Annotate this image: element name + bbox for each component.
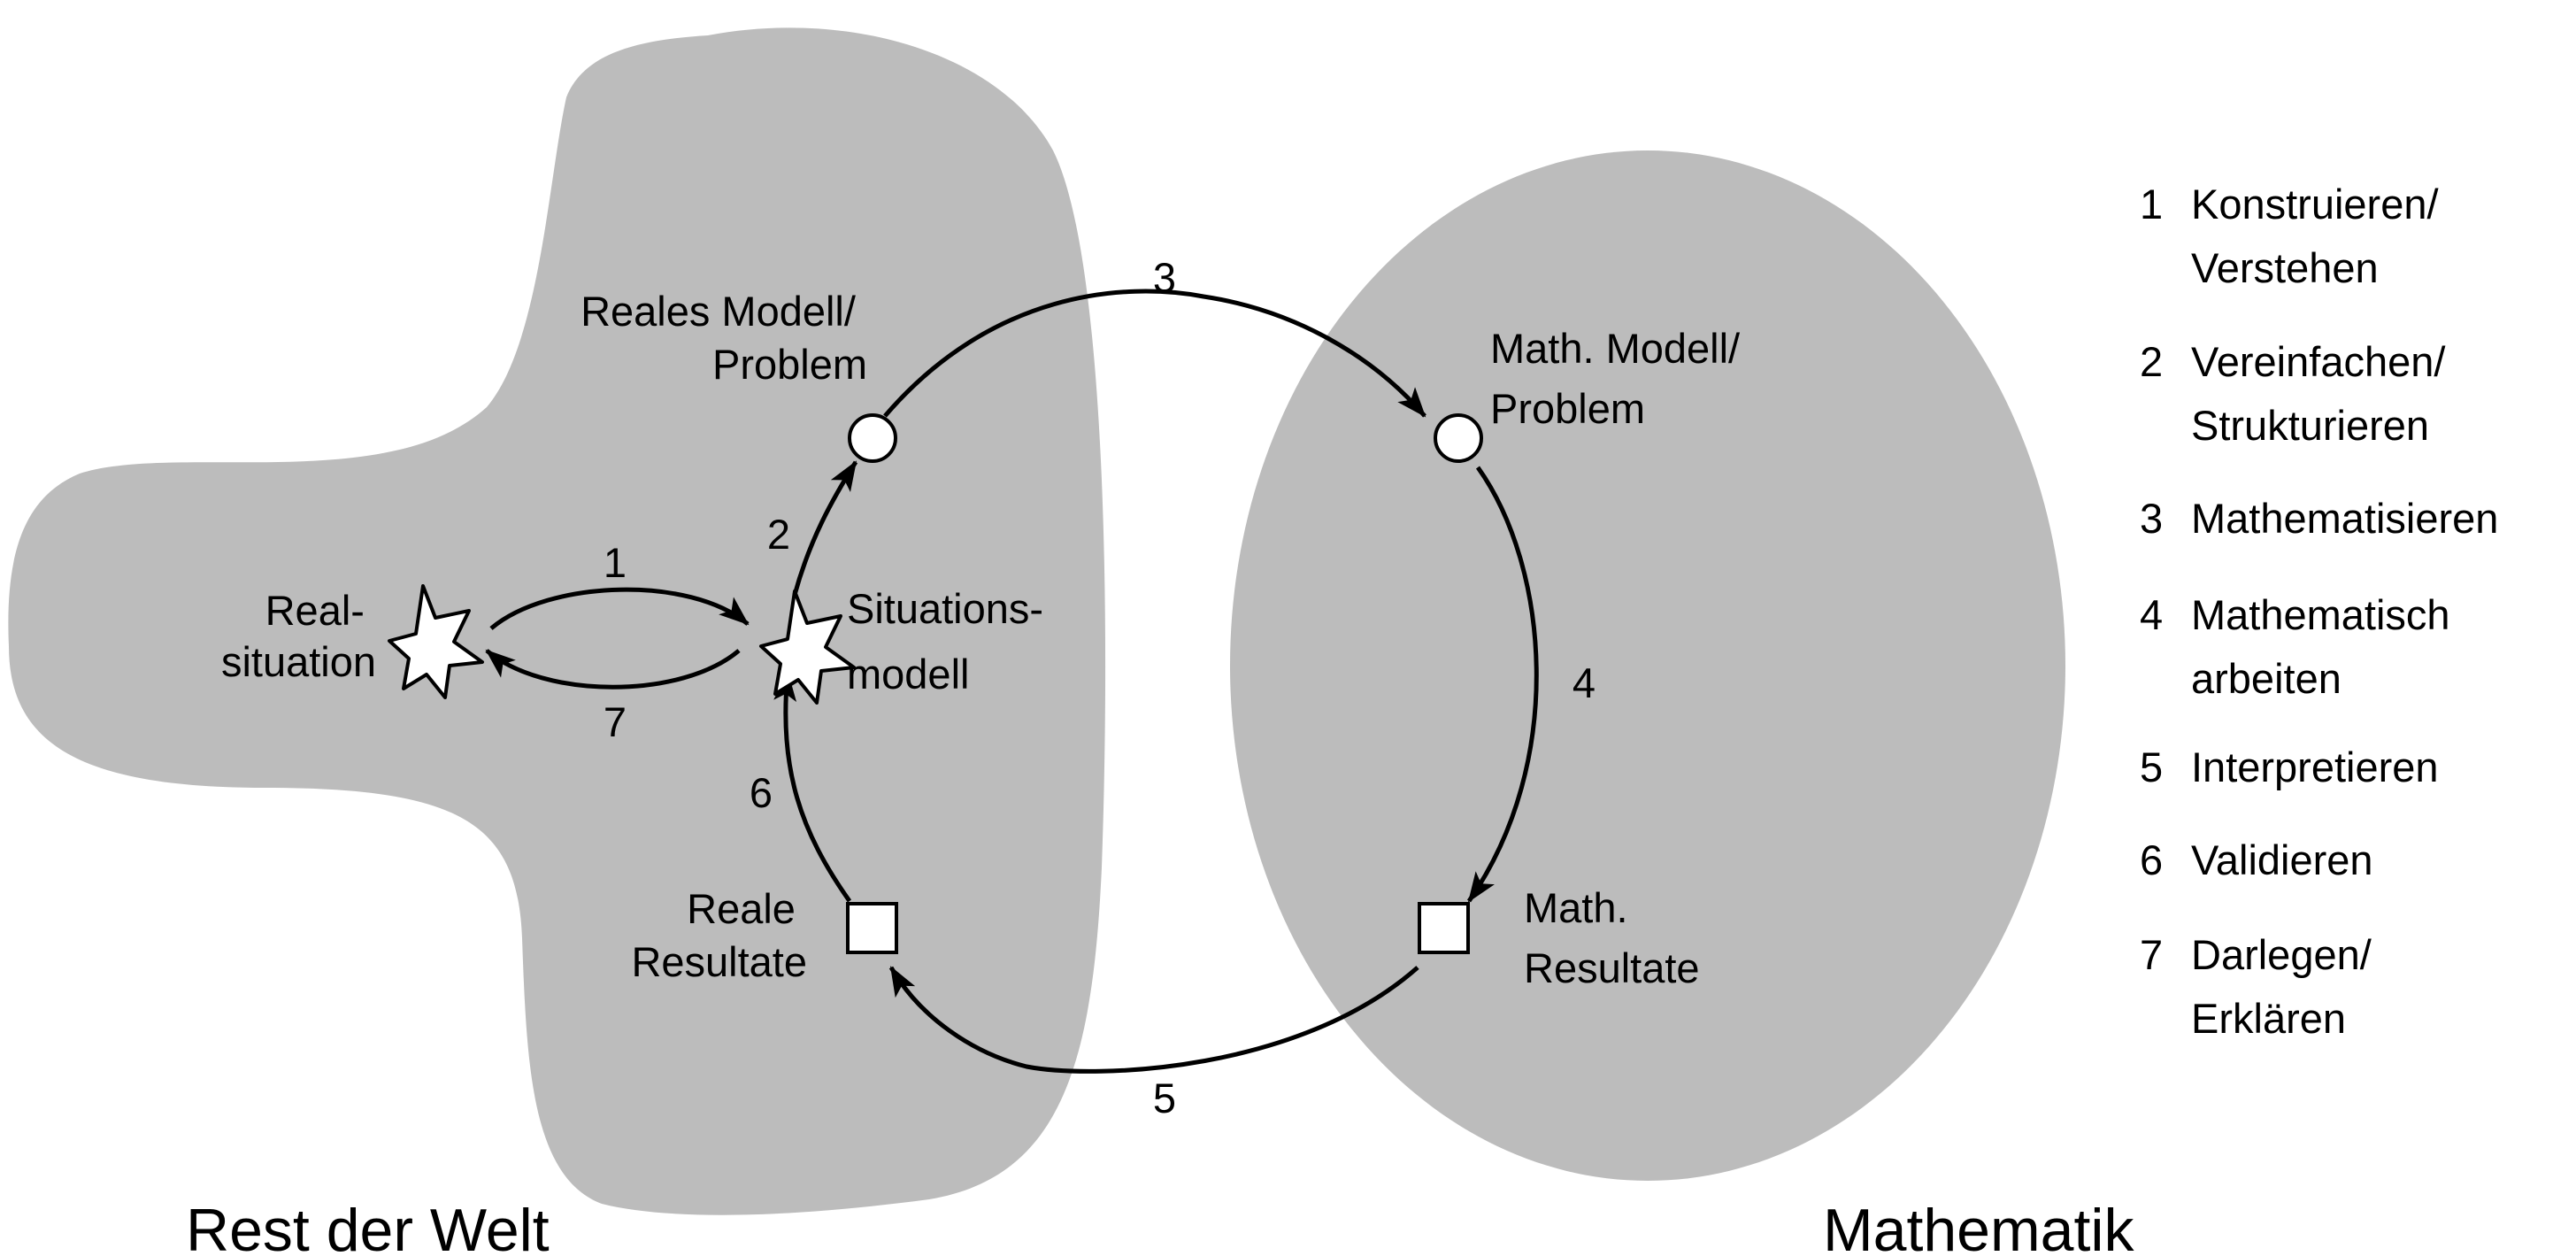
legend: 1 Konstruieren/Verstehen 2 Vereinfachen/Str… — [2140, 181, 2498, 1042]
legend-text: Strukturieren — [2191, 402, 2429, 449]
legend-text: Interpretieren — [2191, 744, 2439, 790]
step-2-label: 2 — [767, 511, 790, 558]
real-results-label-line-2: Resultate — [631, 938, 807, 985]
math-results-square — [1418, 902, 1470, 954]
real-results-square — [846, 902, 898, 954]
situation-model-label: Situations- modell — [847, 585, 1055, 697]
legend-text: Vereinfachen/ — [2191, 338, 2446, 385]
real-situation-label-line-1: Real- — [265, 587, 365, 634]
step-6-label: 6 — [750, 769, 773, 816]
math-results-label: Math. Resultate — [1524, 884, 1700, 991]
real-results-label-line-1: Reale — [687, 885, 796, 932]
real-model-label-line-2: Problem — [712, 341, 867, 388]
legend-text: Validieren — [2191, 836, 2373, 883]
legend-text: Mathematisch — [2191, 591, 2450, 638]
legend-text: Erklären — [2191, 995, 2346, 1042]
step-1-label: 1 — [604, 539, 627, 586]
situation-model-label-line-1: Situations- — [847, 585, 1043, 632]
math-model-label: Math. Modell/ Problem — [1490, 325, 1751, 432]
situation-model-star-icon — [759, 589, 856, 705]
real-results-label: Reale Resultate — [631, 885, 807, 985]
mathematics-title: Mathematik — [1823, 1197, 2134, 1256]
legend-text: Darlegen/ — [2191, 931, 2372, 978]
real-situation-label-line-2: situation — [221, 638, 376, 685]
arrow-7 — [485, 649, 741, 690]
step-4-label: 4 — [1573, 659, 1596, 706]
real-world-region — [8, 27, 1106, 1215]
math-results-label-line-1: Math. — [1524, 884, 1628, 931]
real-model-label-line-1: Reales Modell/ — [581, 288, 857, 335]
real-situation-label: Real- situation — [221, 587, 376, 685]
mathematics-region — [1230, 150, 2065, 1181]
arrow-3 — [883, 289, 1426, 418]
math-model-label-line-1: Math. Modell/ — [1490, 325, 1741, 372]
legend-number: 3 — [2140, 495, 2163, 542]
arrow-4 — [1466, 466, 1539, 903]
math-model-circle — [1434, 413, 1483, 463]
legend-number: 6 — [2140, 836, 2163, 883]
real-situation-star-icon — [388, 584, 484, 699]
legend-number: 7 — [2140, 931, 2163, 978]
real-world-title: Rest der Welt — [186, 1197, 550, 1256]
legend-text: Verstehen — [2191, 244, 2379, 291]
legend-text: arbeiten — [2191, 655, 2341, 702]
step-5-label: 5 — [1153, 1075, 1176, 1121]
arrow-6 — [773, 671, 852, 903]
arrow-1 — [489, 587, 750, 630]
math-results-label-line-2: Resultate — [1524, 944, 1700, 991]
situation-model-label-line-2: modell — [847, 651, 969, 697]
legend-number: 5 — [2140, 744, 2163, 790]
arrow-5 — [888, 966, 1419, 1074]
real-model-circle — [848, 413, 897, 463]
legend-text: Mathematisieren — [2191, 495, 2498, 542]
real-model-label: Reales Modell/ Problem — [581, 288, 867, 388]
math-model-label-line-2: Problem — [1490, 385, 1645, 432]
step-7-label: 7 — [604, 698, 627, 745]
step-3-label: 3 — [1153, 254, 1176, 301]
legend-number: 2 — [2140, 338, 2163, 385]
legend-number: 4 — [2140, 591, 2163, 638]
legend-text: Konstruieren/ — [2191, 181, 2439, 227]
legend-number: 1 — [2140, 181, 2163, 227]
arrow-2 — [792, 460, 858, 596]
